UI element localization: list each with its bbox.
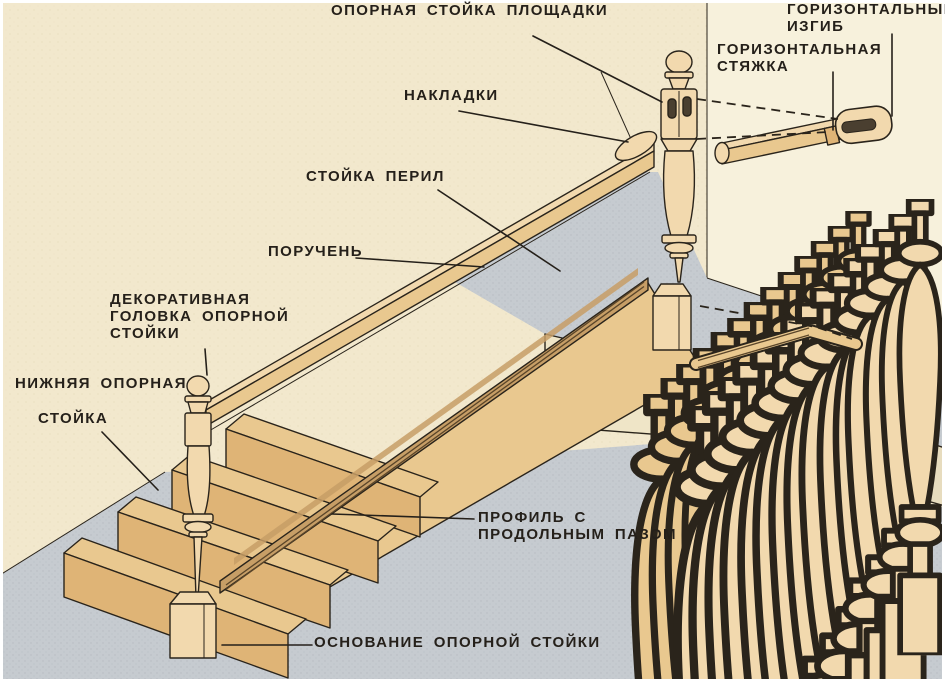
- label-grooved-profile-line2: ПРОДОЛЬНЫМ ПАЗОМ: [478, 526, 677, 543]
- leader-railing-baluster: [437, 189, 561, 272]
- label-decorative-head-line2: ГОЛОВКА ОПОРНОЙ: [110, 308, 290, 325]
- label-overlays: НАКЛАДКИ: [404, 87, 499, 104]
- landing-newel-post: [660, 50, 698, 283]
- label-horizontal-bend-line2: ИЗГИБ: [787, 18, 845, 35]
- grooved-profile-rack: [219, 268, 649, 594]
- leader-overlays: [458, 110, 629, 143]
- label-horizontal-bend-line1: ГОРИЗОНТАЛЬНЫЙ: [787, 1, 945, 18]
- landing-post-base: [652, 283, 692, 351]
- leader-landing-support-post: [532, 35, 663, 103]
- label-handrail: ПОРУЧЕНЬ: [268, 243, 363, 260]
- label-lower-support-post-line2: СТОЙКА: [38, 410, 109, 427]
- label-horizontal-tie-line2: СТЯЖКА: [717, 58, 790, 75]
- decorative-head-ball: [186, 375, 210, 397]
- dashed-guides: [696, 98, 853, 340]
- lower-newel-post: [182, 375, 214, 599]
- handrail-end-overlay: [614, 130, 658, 162]
- leader-handrail: [355, 257, 485, 268]
- label-decorative-head-line3: СТОЙКИ: [110, 325, 181, 342]
- label-decorative-head-line1: ДЕКОРАТИВНАЯ: [110, 291, 251, 308]
- label-lower-support-post-line1: НИЖНЯЯ ОПОРНАЯ: [15, 375, 187, 392]
- post-base-block: [169, 591, 217, 659]
- label-railing-baluster: СТОЙКА ПЕРИЛ: [306, 168, 445, 185]
- leader-lower-support-post: [101, 431, 159, 491]
- leader-grooved-profile: [331, 513, 475, 520]
- label-post-base: ОСНОВАНИЕ ОПОРНОЙ СТОЙКИ: [314, 634, 601, 651]
- horizontal-bend-piece: [834, 105, 893, 145]
- leader-lines: [101, 33, 893, 646]
- label-landing-support-post: ОПОРНАЯ СТОЙКА ПЛОЩАДКИ: [331, 2, 609, 19]
- leader-decorative-head: [204, 348, 208, 376]
- horizontal-tie-rail: [714, 116, 847, 165]
- label-grooved-profile-line1: ПРОФИЛЬ С: [478, 509, 587, 526]
- label-horizontal-tie-line1: ГОРИЗОНТАЛЬНАЯ: [717, 41, 883, 58]
- floor-profile-bend: [689, 324, 863, 371]
